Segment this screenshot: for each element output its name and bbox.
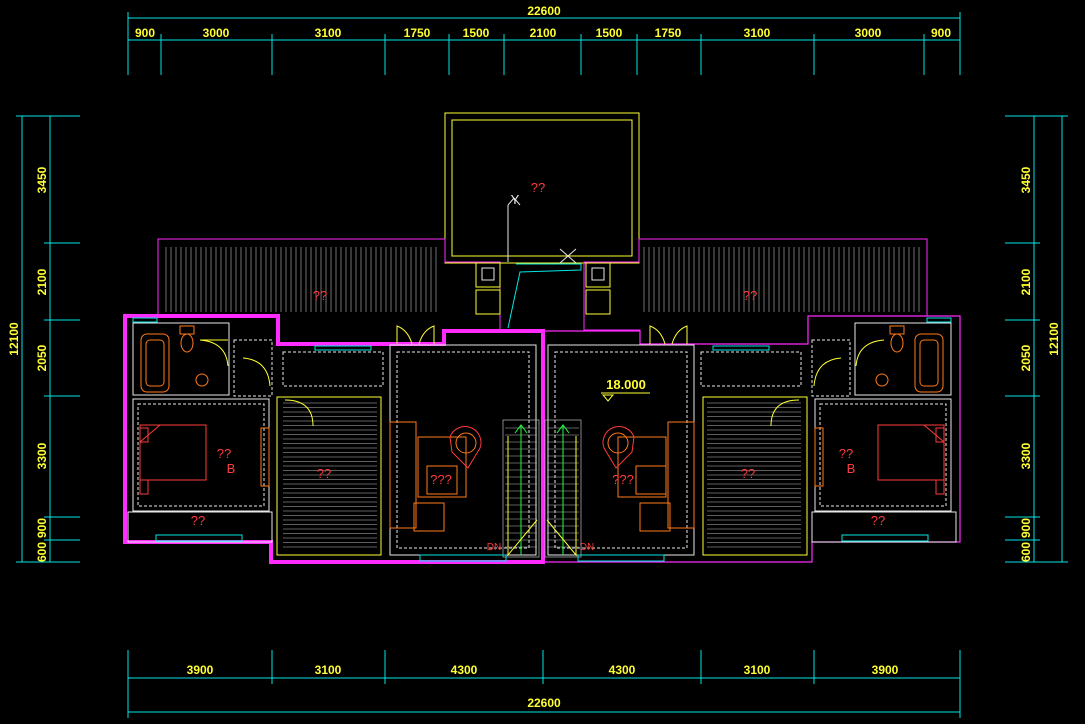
left-bathroom xyxy=(132,322,273,397)
right-bathroom xyxy=(811,322,952,397)
living-left-label: ??? xyxy=(430,472,452,487)
bottom-dimension-6: 3900 xyxy=(872,663,899,677)
top-dimension-5: 1500 xyxy=(463,26,490,40)
left-bedroom: ?? B xyxy=(132,398,270,512)
right-bedroom: ?? B xyxy=(814,398,952,512)
bottom-dimension-5: 3100 xyxy=(744,663,771,677)
top-dimension-6: 2100 xyxy=(530,26,557,40)
top-dimension-2: 3000 xyxy=(203,26,230,40)
bottom-dimension-chain: 3900 3100 4300 4300 3100 3900 22600 xyxy=(127,650,961,718)
right-dimension-chain: 12100 3450 2100 2050 3300 900 600 xyxy=(1005,115,1068,563)
top-dimension-chain: 22600 900 3000 3100 1750 1500 2100 1500 … xyxy=(127,4,961,75)
left-dimension-3: 2050 xyxy=(35,344,49,371)
terrace-left xyxy=(157,238,501,345)
stair-left-label: DN xyxy=(487,542,501,553)
north-mark: Y xyxy=(511,192,520,207)
left-middle-room: ?? xyxy=(276,351,384,556)
right-total-dimension: 12100 xyxy=(1047,322,1061,356)
bottom-right-label: ?? xyxy=(871,513,885,528)
top-dimension-8: 1750 xyxy=(655,26,682,40)
stair-right-label: DN xyxy=(580,542,594,553)
left-dimension-4: 3300 xyxy=(35,442,49,469)
right-stair xyxy=(544,419,582,558)
level-label: 18.000 xyxy=(606,377,646,392)
right-dimension-5: 900 xyxy=(1019,518,1033,538)
left-dimension-6: 600 xyxy=(35,542,49,562)
terrace-right xyxy=(583,238,928,345)
left-dimension-5: 900 xyxy=(35,518,49,538)
service-boxes xyxy=(475,262,611,329)
bedroom-right-label: ?? xyxy=(839,446,853,461)
bottom-dimension-3: 4300 xyxy=(451,663,478,677)
bottom-dimension-2: 3100 xyxy=(315,663,342,677)
right-middle-room: ?? xyxy=(700,351,808,556)
terrace-left-label: ?? xyxy=(313,288,327,303)
top-dimension-4: 1750 xyxy=(404,26,431,40)
left-bottom-strip: ?? xyxy=(127,511,507,562)
right-dimension-1: 3450 xyxy=(1019,166,1033,193)
top-room-label: ?? xyxy=(531,180,545,195)
living-right-label: ??? xyxy=(612,472,634,487)
left-dimension-chain: 12100 3450 2100 2050 3300 900 600 xyxy=(7,115,80,563)
bedroom-left-label: ?? xyxy=(217,446,231,461)
top-total-dimension: 22600 xyxy=(527,4,561,18)
terrace-right-label: ?? xyxy=(743,288,757,303)
bedroom-right-mark: B xyxy=(847,461,856,476)
top-dimension-10: 3000 xyxy=(855,26,882,40)
bottom-dimension-4: 4300 xyxy=(609,663,636,677)
top-dimension-1: 900 xyxy=(135,26,155,40)
left-total-dimension: 12100 xyxy=(7,322,21,356)
right-dimension-2: 2100 xyxy=(1019,268,1033,295)
room-right-mid-label: ?? xyxy=(741,466,755,481)
left-dimension-1: 3450 xyxy=(35,166,49,193)
room-left-mid-label: ?? xyxy=(317,466,331,481)
bottom-total-dimension: 22600 xyxy=(527,696,561,710)
top-dimension-3: 3100 xyxy=(315,26,342,40)
top-dimension-11: 900 xyxy=(931,26,951,40)
top-dimension-9: 3100 xyxy=(744,26,771,40)
right-living-room: ??? DN 18.000 xyxy=(547,344,695,556)
bedroom-left-mark: B xyxy=(227,461,236,476)
top-dimension-7: 1500 xyxy=(596,26,623,40)
right-bottom-strip: ?? xyxy=(577,511,957,562)
terrace-doors xyxy=(132,317,952,351)
left-stair xyxy=(502,419,540,558)
left-dimension-2: 2100 xyxy=(35,268,49,295)
right-dimension-4: 3300 xyxy=(1019,442,1033,469)
bottom-left-label: ?? xyxy=(191,513,205,528)
top-room: Y xyxy=(444,112,640,264)
right-dimension-3: 2050 xyxy=(1019,344,1033,371)
bottom-dimension-1: 3900 xyxy=(187,663,214,677)
right-dimension-6: 600 xyxy=(1019,542,1033,562)
right-unit-boundary xyxy=(542,315,961,563)
left-living-room: ??? DN xyxy=(389,344,537,556)
